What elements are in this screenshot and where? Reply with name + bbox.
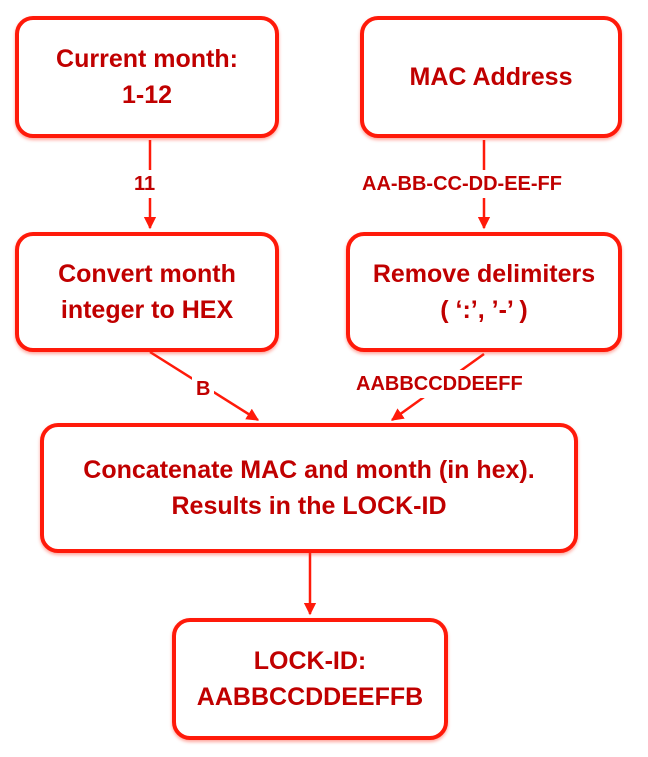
node-lock-id-line1: LOCK-ID: xyxy=(253,647,367,675)
node-mac-address: MAC Address xyxy=(360,16,622,138)
node-remove-delimiters: Remove delimiters ( ‘:’, ’-’ ) xyxy=(346,232,622,352)
node-remove-delimiters-line1: Remove delimiters xyxy=(372,260,596,288)
node-current-month: Current month: 1-12 xyxy=(15,16,279,138)
node-lock-id: LOCK-ID: AABBCCDDEEFFB xyxy=(172,618,448,740)
node-concatenate-line2: Results in the LOCK-ID xyxy=(171,492,447,520)
edge-label-month-value: 11 xyxy=(132,170,158,198)
node-remove-delimiters-line2: ( ‘:’, ’-’ ) xyxy=(440,296,528,324)
node-current-month-line1: Current month: xyxy=(56,45,238,73)
node-concatenate-line1: Concatenate MAC and month (in hex). xyxy=(83,456,535,484)
node-convert-month-line2: integer to HEX xyxy=(60,296,234,324)
edge-label-hex-month: B xyxy=(192,376,215,402)
node-concatenate: Concatenate MAC and month (in hex). Resu… xyxy=(40,423,578,553)
node-mac-address-line1: MAC Address xyxy=(409,63,573,91)
node-convert-month-line1: Convert month xyxy=(58,260,236,288)
node-convert-month: Convert month integer to HEX xyxy=(15,232,279,352)
edge-label-mac-value: AA-BB-CC-DD-EE-FF xyxy=(360,170,564,198)
edge-label-stripped-mac: AABBCCDDEEFF xyxy=(354,370,525,398)
node-current-month-line2: 1-12 xyxy=(121,81,173,109)
node-lock-id-line2: AABBCCDDEEFFB xyxy=(196,683,424,711)
